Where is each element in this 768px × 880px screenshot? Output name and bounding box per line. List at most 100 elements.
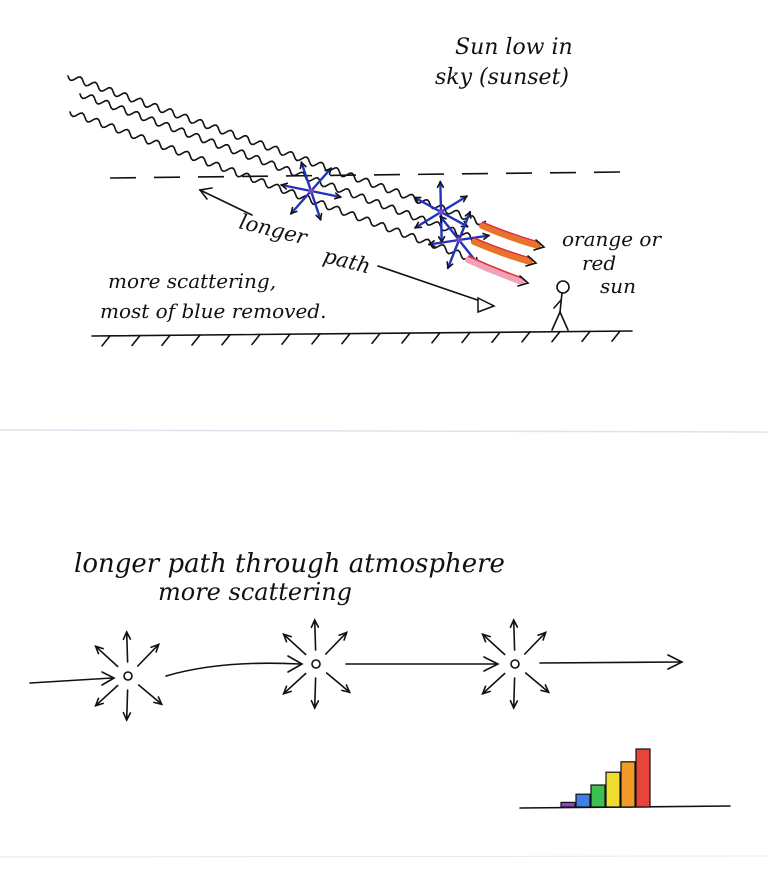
scatter-arrowhead (289, 206, 298, 215)
spectrum-bar (590, 784, 606, 808)
scatter-ray (300, 161, 313, 193)
bottom-edge-line (0, 855, 768, 858)
hatch-mark (371, 332, 381, 345)
scatter-arrowhead (537, 631, 548, 641)
top-title-line1: Sun low in (455, 35, 573, 60)
observer-figure (551, 280, 570, 331)
hatch-mark (101, 335, 111, 347)
hatch-mark (161, 334, 171, 347)
spectrum-bar (560, 801, 576, 808)
hatch-mark (431, 331, 441, 344)
hatch-mark (191, 334, 201, 346)
beam-arrowhead-3 (517, 275, 530, 287)
spectrum-bar (605, 771, 621, 808)
scatter-arrow (524, 672, 550, 694)
scatter-arrow (325, 672, 351, 694)
scatter-ray (289, 189, 313, 215)
scatter-arrowhead (464, 210, 472, 219)
scatter-arrowhead (310, 699, 320, 710)
scatter-ray (439, 195, 468, 214)
scatter-arrowhead (413, 221, 423, 229)
light-beam-arrows (29, 654, 684, 686)
scatter-arrow (94, 645, 119, 668)
scatter-arrowhead (427, 240, 436, 248)
scatter-arrow (324, 631, 348, 655)
hatch-mark (461, 331, 471, 344)
scatter-arrowhead (459, 195, 469, 203)
scatter-arrowhead (315, 212, 323, 221)
label-orange: orange or (562, 227, 662, 251)
scatter-ray (414, 210, 443, 229)
scatter-arrowhead (436, 180, 445, 189)
path-arrow-right (377, 265, 493, 306)
orange-beam-mid-edge (473, 237, 531, 259)
path-arrow-right-head (477, 296, 496, 314)
scatter-arrow (313, 619, 317, 651)
scatter-arrowhead (94, 697, 104, 707)
hatch-mark (281, 333, 291, 345)
scatter-arrowhead (341, 684, 352, 694)
scatter-arrowhead (299, 161, 307, 170)
scatter-ray (309, 189, 322, 221)
label-path: path (321, 244, 373, 279)
scatter-star-2 (413, 180, 469, 244)
scatter-arrow (94, 684, 119, 707)
scatter-arrowhead (282, 685, 292, 695)
scatter-ray (280, 183, 313, 193)
scatter-arrow (481, 633, 506, 656)
scatter-arrowhead (509, 699, 519, 710)
label-blue-removed: most of blue removed. (100, 299, 326, 323)
hatch-mark (581, 330, 591, 343)
top-title-line2: sky (sunset) (435, 65, 569, 90)
hatch-mark (341, 332, 351, 345)
bottom-label-line1: longer path through atmosphere (74, 549, 505, 579)
scatterer-2 (282, 618, 352, 710)
scatter-arrow (313, 677, 317, 709)
scatter-ray (439, 210, 469, 228)
atmosphere-boundary (109, 171, 621, 179)
scatter-arrow (512, 677, 516, 709)
particle-circle (510, 659, 520, 669)
scatter-arrow (481, 672, 506, 695)
scatter-arrowhead (338, 631, 349, 641)
pink-beam-bottom-edge (467, 255, 523, 279)
scatter-particle (308, 188, 314, 194)
sun-ray-3 (69, 111, 470, 260)
hatch-mark (551, 330, 561, 343)
scatter-arrowhead (413, 196, 422, 204)
orange-beam-top (479, 223, 541, 249)
scatter-arrow (282, 633, 307, 656)
path-arrow-left (199, 189, 253, 216)
scatter-arrowhead (446, 261, 454, 270)
pink-beam-bottom (465, 257, 525, 285)
scatter-ray (446, 238, 461, 270)
scatter-arrowhead (122, 630, 132, 641)
scatter-arrowhead (333, 192, 343, 200)
scatter-arrow (512, 619, 516, 651)
scatter-ray (457, 210, 472, 242)
hatch-mark (611, 330, 621, 342)
scatter-ray (428, 238, 461, 246)
scatter-ray (309, 167, 333, 193)
scatter-arrowhead (439, 215, 447, 224)
scatter-ray (439, 180, 443, 214)
scatter-arrow (282, 672, 307, 695)
spectrum-bars (560, 748, 651, 808)
ground-hatch (101, 330, 621, 347)
scatter-arrowhead (150, 643, 161, 653)
scatter-ray (457, 234, 490, 242)
scatterer-1 (94, 630, 164, 722)
scatter-arrow (137, 684, 163, 706)
ground (91, 330, 633, 347)
hatch-mark (491, 331, 501, 344)
particle-circle (123, 671, 133, 681)
scatter-ray (413, 196, 443, 214)
hatch-mark (311, 333, 321, 345)
scatter-particle (456, 237, 462, 243)
hatch-mark (131, 334, 141, 347)
scatter-arrowhead (481, 685, 491, 695)
scatter-arrow (125, 631, 129, 663)
scatter-particle (438, 209, 444, 215)
